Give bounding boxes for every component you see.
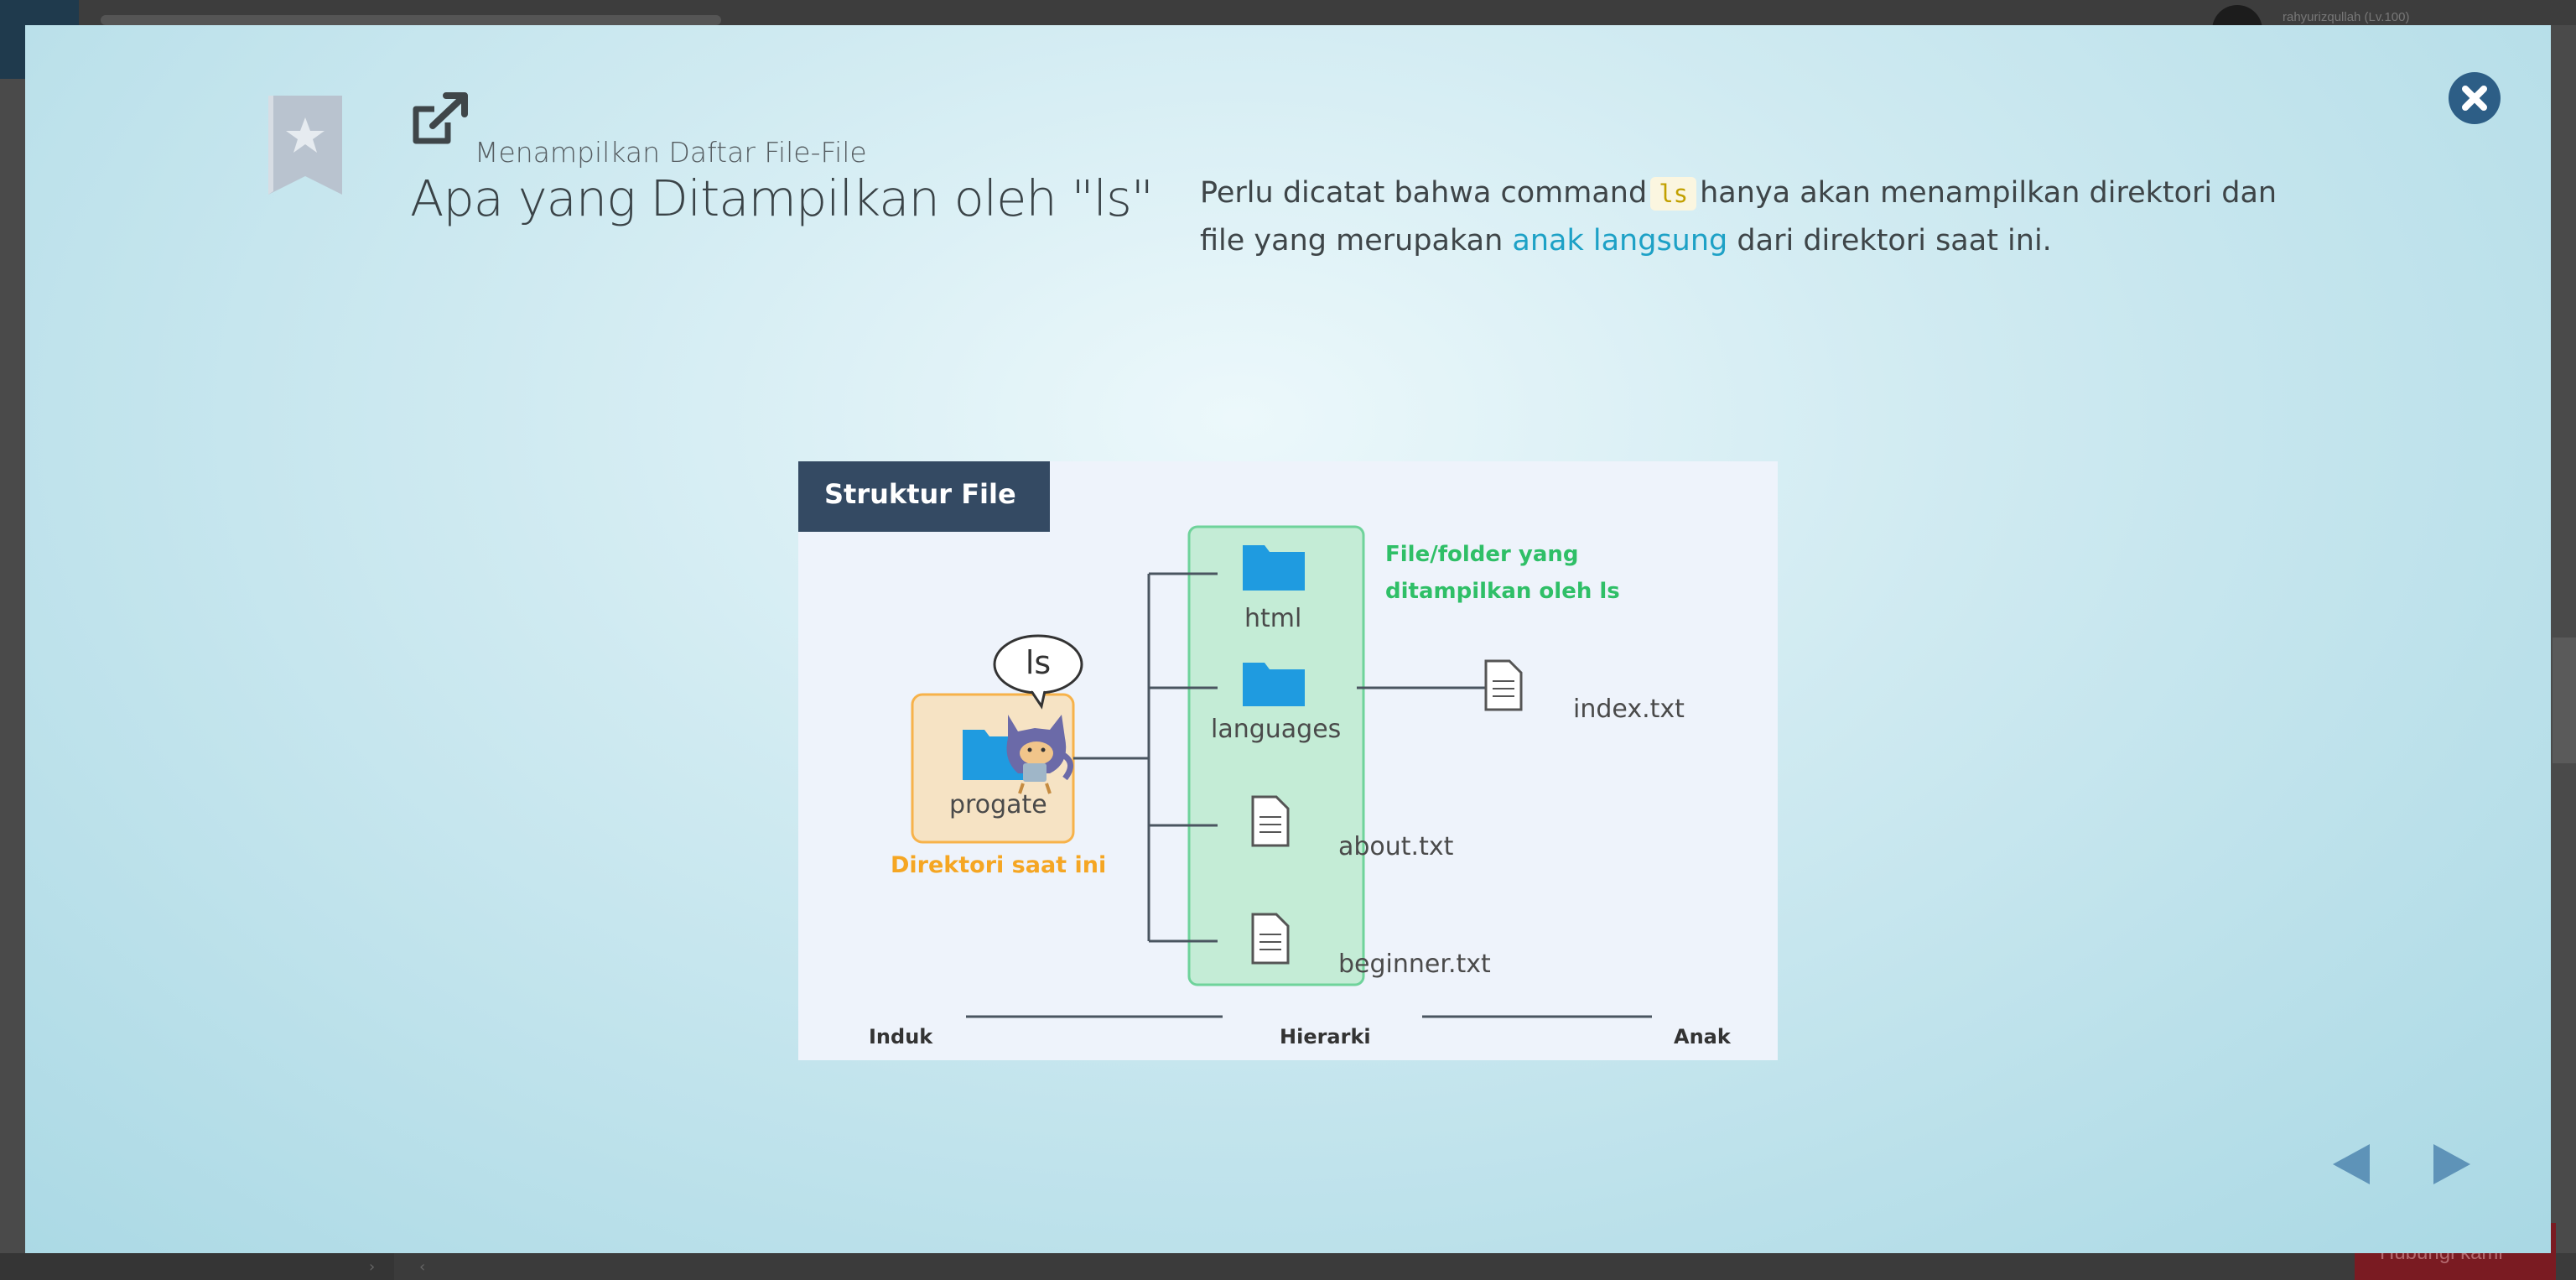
folder-icon-html: [1243, 545, 1305, 591]
tree-connectors: [1073, 572, 1491, 943]
description-text: hanya akan menampilkan direktori dan fil…: [1200, 176, 2277, 258]
current-directory-caption: Direktori saat ini: [891, 852, 1107, 878]
listed-caption-line2: ditampilkan oleh ls: [1385, 579, 1620, 604]
background-search-bar: [101, 15, 721, 25]
diagram-header: Struktur File: [798, 461, 1050, 532]
listed-items-box: [1187, 525, 1365, 986]
child-label-languages: languages: [1211, 715, 1342, 744]
description-text: dari direktori saat ini.: [1737, 224, 2052, 258]
background-bottom-bar: [0, 1253, 2576, 1280]
slide-modal: Menampilkan Daftar File-File Apa yang Di…: [25, 25, 2551, 1253]
arrow-left-icon: [2333, 1144, 2370, 1184]
child-label-about: about.txt: [1338, 832, 1454, 861]
background-arrow-icon: ‹: [419, 1258, 426, 1276]
axis-label-parent: Induk: [869, 1025, 933, 1048]
page-title: Apa yang Ditampilkan oleh "ls": [410, 169, 1154, 227]
background-arrow-icon: ›: [369, 1258, 376, 1276]
prev-slide-button[interactable]: [2328, 1139, 2375, 1189]
axis-label-hierarchy: Hierarki: [1280, 1025, 1371, 1048]
arrow-right-icon: [2433, 1144, 2470, 1184]
close-icon: [2462, 86, 2487, 111]
section-label: Menampilkan Daftar File-File: [475, 136, 867, 169]
background-user-name: rahyurizqullah (Lv.100): [2283, 10, 2410, 24]
grandchild-label-index: index.txt: [1573, 695, 1685, 724]
bubble-text: ls: [1025, 644, 1052, 681]
file-icon-about: [1251, 795, 1290, 847]
file-icon-index: [1484, 659, 1523, 711]
file-structure-diagram: Struktur File ls progate Direktori saat …: [798, 461, 1778, 1060]
bookmark-star-icon[interactable]: [268, 96, 342, 195]
background-scrollbar: [2553, 637, 2576, 763]
next-slide-button[interactable]: [2428, 1139, 2475, 1189]
child-label-beginner: beginner.txt: [1338, 950, 1491, 979]
description-highlight: anak langsung: [1512, 224, 1728, 258]
current-directory-label: progate: [949, 790, 1047, 820]
file-icon-beginner: [1251, 913, 1290, 965]
close-button[interactable]: [2449, 72, 2501, 124]
external-link-icon: [413, 92, 468, 144]
listed-caption-line1: File/folder yang: [1385, 542, 1579, 567]
axis-label-child: Anak: [1674, 1025, 1731, 1048]
inline-code-ls: ls: [1650, 177, 1697, 211]
folder-icon-languages: [1243, 663, 1305, 706]
background-bottom-left-panel: [0, 1253, 394, 1280]
ninja-cat-mascot: [1006, 715, 1073, 794]
description-text: Perlu dicatat bahwa command: [1200, 176, 1648, 210]
speech-bubble: [993, 634, 1083, 710]
child-label-html: html: [1244, 604, 1302, 633]
diagram-graphics: [911, 525, 1652, 1018]
